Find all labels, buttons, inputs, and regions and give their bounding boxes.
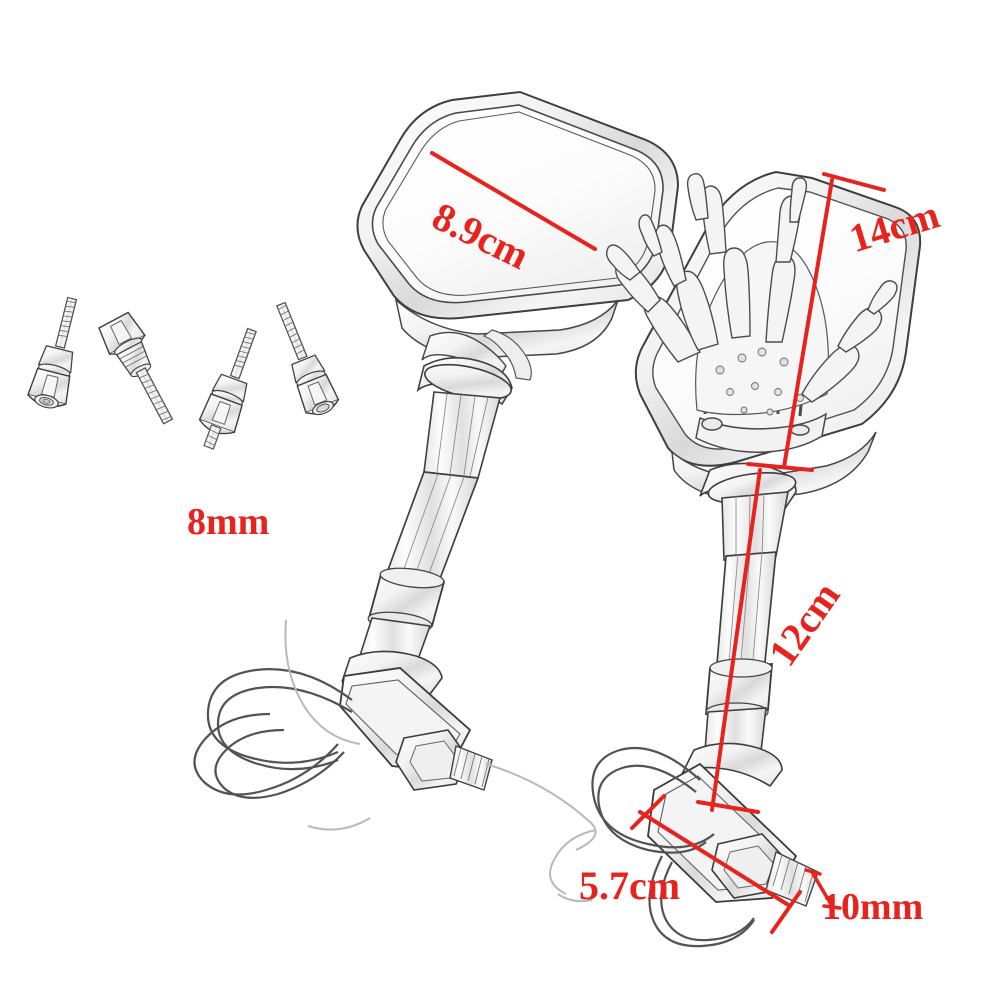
dimension-label-bolt-thread: 8mm <box>187 501 270 543</box>
dimension-lines <box>430 151 886 934</box>
bolt-adapter <box>198 327 257 450</box>
right-mirror <box>549 170 922 948</box>
dimension-cap-14cm-bottom <box>746 462 814 472</box>
dimension-cap-5-7cm-top <box>630 794 666 830</box>
dimension-cap-14cm-top <box>822 172 886 192</box>
dimension-line-12cm <box>710 468 762 812</box>
skeleton-hand-icon <box>605 173 898 453</box>
bolt-adapter <box>27 296 78 409</box>
dimension-cap-5-7cm-bottom <box>770 890 802 934</box>
dimension-line-10mm <box>810 870 834 908</box>
left-mirror <box>193 90 680 851</box>
dimension-cap-10mm-top <box>804 868 822 876</box>
dimension-cap-10mm-bottom <box>822 904 842 910</box>
bolt-adapter <box>98 311 174 425</box>
bolt-adapter <box>276 301 340 416</box>
dimension-cap-12cm-bottom <box>696 800 760 814</box>
dimension-label-base-length: 5.7cm <box>579 863 681 908</box>
dimension-line-5-7cm <box>638 810 792 908</box>
dimension-label-base-thread: 10mm <box>822 886 924 928</box>
dimension-line-8-9cm <box>430 151 597 251</box>
dimension-line-14cm <box>782 178 834 469</box>
